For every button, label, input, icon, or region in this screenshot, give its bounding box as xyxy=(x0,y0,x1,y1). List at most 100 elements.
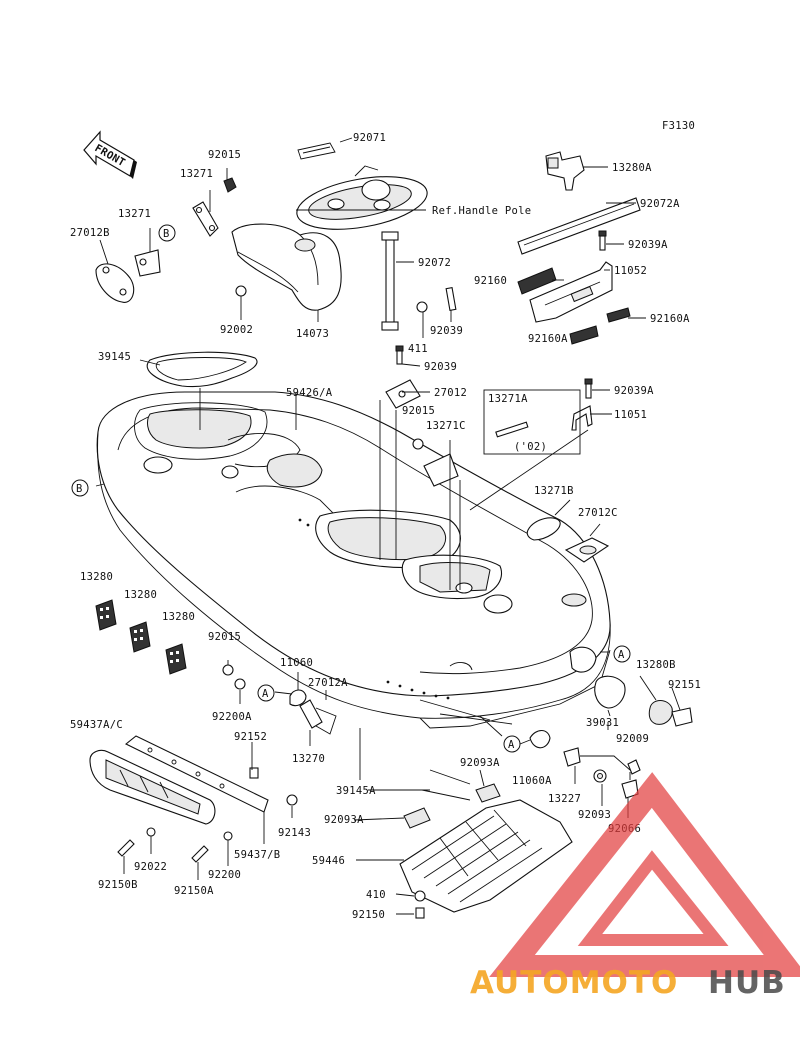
bracket-plate-part xyxy=(517,230,631,345)
part-label: 14073 xyxy=(296,328,329,340)
leader xyxy=(339,137,353,143)
cable-clamp-part xyxy=(95,599,187,675)
part-label: 92039A xyxy=(614,385,654,397)
part-label: 92015 xyxy=(402,405,435,417)
watermark-logo xyxy=(489,772,800,977)
part-label: 411 xyxy=(408,343,428,355)
watermark-text: AUTOMOTO HUB xyxy=(470,965,786,1001)
part-label: 92071 xyxy=(353,132,386,144)
clamp-part xyxy=(545,151,585,191)
part-label: 92002 xyxy=(220,324,253,336)
part-label: 92152 xyxy=(234,731,267,743)
part-label: 13280 xyxy=(162,611,195,623)
part-label: 39145A xyxy=(336,785,376,797)
bracket-part xyxy=(95,177,237,303)
part-label: 92150B xyxy=(98,879,138,891)
part-label: 11060A xyxy=(512,775,552,787)
part-label: 92143 xyxy=(278,827,311,839)
part-label: 27012B xyxy=(70,227,110,239)
lock-plate-part xyxy=(412,438,459,487)
svg-text:B: B xyxy=(76,483,83,495)
watermark-triangle-icon xyxy=(489,772,800,977)
part-label: 92151 xyxy=(668,679,701,691)
part-label: 13271 xyxy=(180,168,213,180)
part-label: 13280 xyxy=(124,589,157,601)
part-label: 92093A xyxy=(324,814,364,826)
watermark-text-part1: AUTOMOTO xyxy=(470,965,678,1001)
part-label: 92072A xyxy=(640,198,680,210)
part-label: 13227 xyxy=(548,793,581,805)
part-label: 92093 xyxy=(578,809,611,821)
year-note: ('02) xyxy=(514,441,547,453)
part-label: 92015 xyxy=(208,631,241,643)
part-label: 92093A xyxy=(460,757,500,769)
hull-deck-part xyxy=(96,391,611,729)
part-label: 92160A xyxy=(650,313,690,325)
ref-marker-a-icon: A xyxy=(503,735,521,753)
drain-cap-part xyxy=(569,646,693,727)
part-label: 92200A xyxy=(212,711,252,723)
part-label: 92072 xyxy=(418,257,451,269)
part-label: 11052 xyxy=(614,265,647,277)
part-label: 13271 xyxy=(118,208,151,220)
fastener-parts xyxy=(222,664,337,779)
part-label: 92009 xyxy=(616,733,649,745)
part-label: 410 xyxy=(366,889,386,901)
part-label: 13280A xyxy=(612,162,652,174)
part-label: 92039A xyxy=(628,239,668,251)
part-label: 92022 xyxy=(134,861,167,873)
part-label: 13280B xyxy=(636,659,676,671)
part-label: 59437A/C xyxy=(70,719,123,731)
part-label: 92160A xyxy=(528,333,568,345)
cover-plate-part xyxy=(526,517,610,563)
variant-box xyxy=(483,389,581,455)
bolt-parts xyxy=(117,794,298,863)
part-label: 27012C xyxy=(578,507,618,519)
ref-marker-a-icon: A xyxy=(613,645,631,663)
part-label: 59437/B xyxy=(234,849,280,861)
front-arrow-icon: FRONT xyxy=(83,130,137,179)
part-label: 92039 xyxy=(430,325,463,337)
part-label: 39145 xyxy=(98,351,131,363)
strap-part xyxy=(517,197,641,255)
small-bracket-part xyxy=(571,378,593,431)
part-label: 13271B xyxy=(534,485,574,497)
svg-text:A: A xyxy=(262,688,269,700)
part-label: 59446 xyxy=(312,855,345,867)
handle-cover-part xyxy=(296,142,428,230)
side-rail-part xyxy=(89,735,269,825)
part-label: 11051 xyxy=(614,409,647,421)
bolt-icon xyxy=(235,285,247,297)
ref-marker-b-icon: B xyxy=(158,224,176,242)
part-label: 59426/A xyxy=(286,387,333,399)
svg-text:A: A xyxy=(618,649,625,661)
part-label: 92039 xyxy=(424,361,457,373)
ref-marker-a-icon: A xyxy=(257,684,275,702)
figure-code: F3130 xyxy=(662,120,695,132)
part-label: 27012 xyxy=(434,387,467,399)
part-label: 13271C xyxy=(426,420,466,432)
gasket-part xyxy=(146,351,258,388)
part-label: 13280 xyxy=(80,571,113,583)
ref-marker-b-icon: B xyxy=(71,479,89,497)
svg-text:B: B xyxy=(163,228,170,240)
part-label: 13271A xyxy=(488,393,528,405)
part-label: 92160 xyxy=(474,275,507,287)
intake-grate-part xyxy=(399,769,573,919)
part-label: 92200 xyxy=(208,869,241,881)
part-label: 27012A xyxy=(308,677,348,689)
part-label: 39031 xyxy=(586,717,619,729)
watermark-text-part2: HUB xyxy=(708,965,786,1001)
ref-note: Ref.Handle Pole xyxy=(432,205,531,217)
part-label: 92015 xyxy=(208,149,241,161)
leader-lines xyxy=(95,166,681,915)
part-label: 13270 xyxy=(292,753,325,765)
part-label: 92150A xyxy=(174,885,214,897)
svg-text:A: A xyxy=(508,739,515,751)
pole-cover-part xyxy=(231,223,342,311)
part-label: 11060 xyxy=(280,657,313,669)
hose-fitting-part xyxy=(529,729,641,799)
part-labels: 92071 13280A 92015 13271 13271 27012B Re… xyxy=(70,132,701,921)
